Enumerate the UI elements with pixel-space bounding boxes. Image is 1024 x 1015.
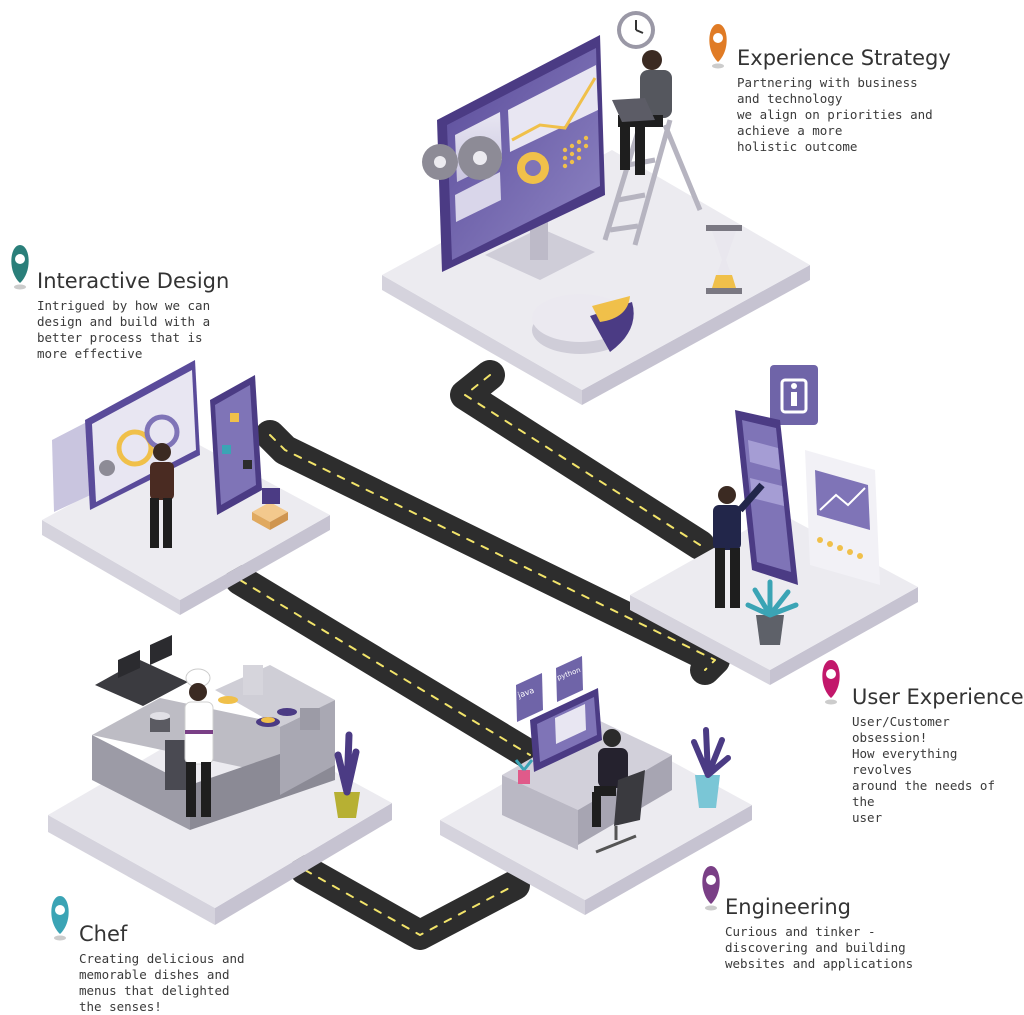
chef-person <box>184 668 214 817</box>
label-engineering: Engineering Curious and tinker - discove… <box>725 894 913 972</box>
label-chef: Chef Creating delicious and memorable di… <box>79 921 245 1015</box>
pin-icon-chef <box>51 896 69 941</box>
pin-icon-user-experience <box>822 660 840 705</box>
station-title: Experience Strategy <box>737 46 951 70</box>
pin-icon-experience-strategy <box>709 24 727 69</box>
label-experience-strategy: Experience Strategy Partnering with busi… <box>737 45 951 155</box>
station-title: User Experience <box>852 685 1024 709</box>
ux-review-card <box>805 450 880 585</box>
design-phone <box>210 375 262 515</box>
station-description: Creating delicious and memorable dishes … <box>79 951 245 1014</box>
design-person <box>150 443 174 548</box>
python-badge: python <box>556 656 583 702</box>
ux-phone <box>735 410 798 585</box>
road-network <box>225 360 730 950</box>
station-description: Partnering with business and technology … <box>737 75 933 154</box>
station-description: User/Customer obsession! How everything … <box>852 714 995 825</box>
station-description: Intrigued by how we can design and build… <box>37 298 211 361</box>
office-chair <box>595 770 645 854</box>
ux-person <box>713 482 765 608</box>
platform-experience-strategy <box>382 150 810 405</box>
java-badge: java <box>516 673 543 722</box>
gear-icon <box>422 136 502 180</box>
engineering-monitor <box>530 688 602 772</box>
station-description: Curious and tinker - discovering and bui… <box>725 924 914 971</box>
hourglass-icon <box>706 225 742 294</box>
design-box <box>252 488 288 530</box>
engineering-person <box>592 729 628 827</box>
range-hood <box>95 635 188 706</box>
engineering-plant <box>691 727 731 808</box>
ladder <box>602 119 703 246</box>
ux-plant <box>745 579 799 645</box>
station-title: Engineering <box>725 895 851 919</box>
kitchen-dishes <box>218 665 320 730</box>
station-title: Interactive Design <box>37 269 230 293</box>
chef-plant <box>334 731 360 818</box>
pin-icon-engineering <box>702 866 720 911</box>
pin-icon-interactive-design <box>11 245 29 290</box>
label-interactive-design: Interactive Design Intrigued by how we c… <box>37 268 229 362</box>
label-user-experience: User Experience User/Customer obsession!… <box>852 684 1024 826</box>
pie-chart <box>532 294 634 354</box>
ux-info-icon <box>770 365 818 425</box>
person-on-ladder <box>612 50 672 175</box>
clock-icon <box>617 11 655 49</box>
design-screens <box>52 360 200 512</box>
desk-small-plant <box>514 759 534 784</box>
station-title: Chef <box>79 922 128 946</box>
